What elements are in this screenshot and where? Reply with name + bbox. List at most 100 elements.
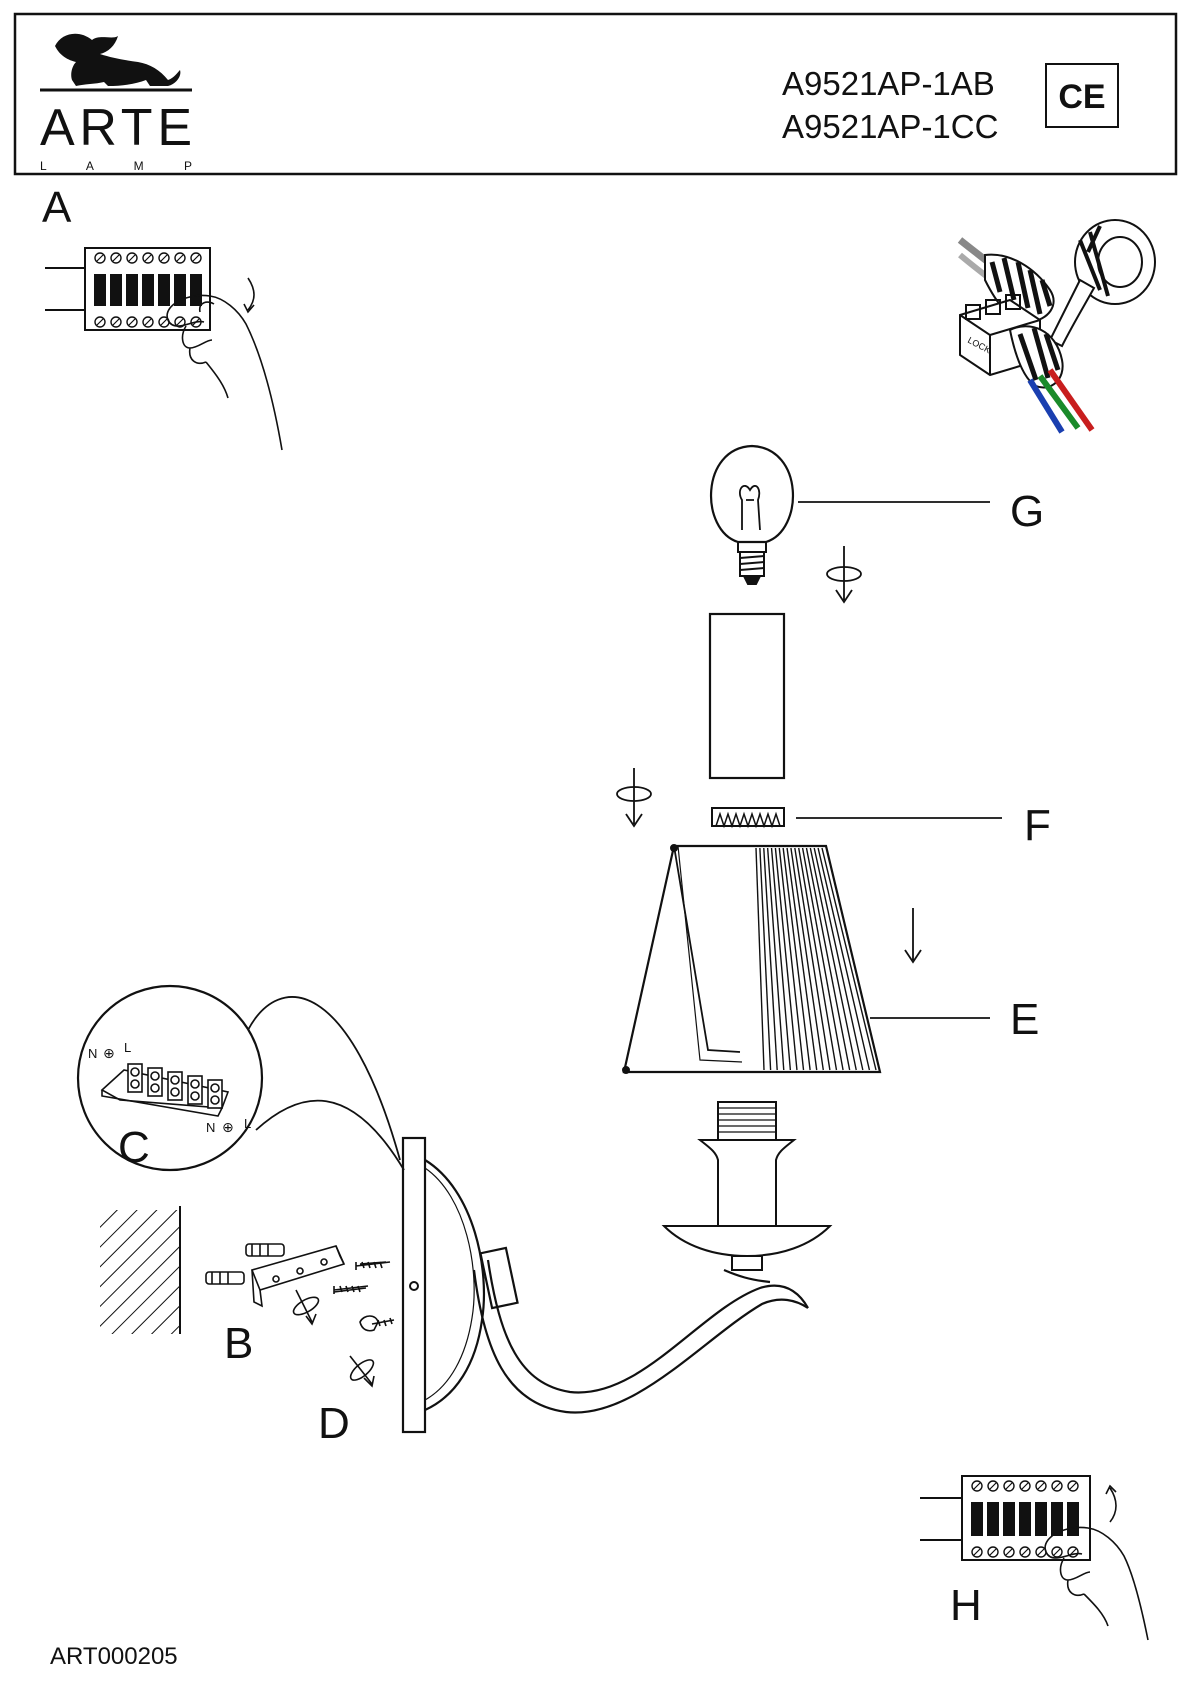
hand-outline-h xyxy=(1044,1526,1149,1641)
shade-pleat xyxy=(766,847,785,1071)
terminal-clamp xyxy=(126,274,138,306)
screw-slot xyxy=(1021,1482,1029,1490)
screw-slot xyxy=(1005,1548,1013,1556)
wall-screw xyxy=(333,1287,367,1293)
label-c: C xyxy=(118,1123,150,1172)
screw-slot xyxy=(1053,1482,1061,1490)
rotate-symbol-b xyxy=(292,1289,320,1326)
bulb-filament xyxy=(738,485,761,531)
step-a-terminal-block: A xyxy=(42,183,283,451)
wall-plug-2 xyxy=(205,1271,245,1285)
bulb-glass xyxy=(710,444,794,544)
screw-top xyxy=(158,252,170,264)
shade-pleat xyxy=(763,847,778,1071)
rotate-arrow xyxy=(243,277,255,314)
terminal-screw xyxy=(130,1079,140,1089)
shade-pleat xyxy=(817,847,871,1071)
wire-green xyxy=(1037,374,1081,430)
shade-pleat xyxy=(782,847,811,1071)
screw-slot xyxy=(112,318,120,326)
label-h: H xyxy=(950,1581,982,1630)
ce-text: CE xyxy=(1058,78,1105,116)
terminal-clamp xyxy=(174,274,186,306)
mark-n-top: N xyxy=(88,1046,97,1061)
terminal-screw xyxy=(190,1091,200,1101)
shade-pleat xyxy=(790,847,824,1071)
header-frame xyxy=(13,12,1178,176)
brand-name: ARTE xyxy=(40,99,192,157)
screw-slot xyxy=(973,1548,981,1556)
screw-top xyxy=(1067,1480,1079,1492)
wire-red xyxy=(1047,368,1095,432)
drop-arrow-shade xyxy=(904,908,922,964)
shade-frame-inner xyxy=(677,845,743,1063)
shade-pleat xyxy=(821,847,877,1071)
screw-top xyxy=(110,252,122,264)
screw-bottom xyxy=(126,316,138,328)
screw-bottom xyxy=(1003,1546,1015,1558)
label-b: B xyxy=(224,1319,253,1368)
shade-pleat xyxy=(798,847,838,1071)
shade-pleat xyxy=(770,847,792,1071)
label-a: A xyxy=(42,183,72,232)
mark-earth-top: ⊕ xyxy=(103,1045,115,1061)
bracket-screw-1 xyxy=(355,1261,391,1270)
screw-slot xyxy=(989,1548,997,1556)
screw-top xyxy=(1019,1480,1031,1492)
screw-top xyxy=(1003,1480,1015,1492)
screw-slot xyxy=(1069,1482,1077,1490)
terminal-screw xyxy=(150,1071,160,1081)
screw-bottom xyxy=(94,316,106,328)
screw-slot xyxy=(1053,1548,1061,1556)
screw-bottom xyxy=(971,1546,983,1558)
wire-connector-illustration: LOCK xyxy=(957,219,1156,434)
bulb-neck xyxy=(737,542,767,553)
shade-pleat xyxy=(801,847,844,1071)
ce-box xyxy=(1045,63,1119,128)
bracket-screw-2 xyxy=(333,1285,369,1294)
shade-pleat xyxy=(774,847,798,1071)
shade-outline xyxy=(622,844,882,1074)
terminal-clamp xyxy=(94,274,106,306)
terminal-housing-h xyxy=(961,1475,1091,1561)
candle-sleeve xyxy=(708,612,786,780)
brand-sub: L A M P xyxy=(40,159,192,173)
shade-pleat xyxy=(813,847,864,1071)
terminal-block-c xyxy=(100,1063,230,1117)
terminal-screws xyxy=(94,252,202,328)
stem-nut xyxy=(731,1255,763,1271)
ce-mark: CE xyxy=(1045,63,1119,128)
terminal-screws-h xyxy=(971,1480,1079,1558)
arte-lamp-logo: ARTE L A M P xyxy=(40,33,192,173)
wall-plug-1 xyxy=(245,1243,285,1257)
terminal-screw xyxy=(150,1083,160,1093)
tape-strip xyxy=(1048,278,1096,348)
screw-top xyxy=(94,252,106,264)
terminal-clamp xyxy=(110,274,122,306)
wall-plate xyxy=(401,1136,486,1434)
tape-roll xyxy=(1074,219,1156,305)
sconce-arm xyxy=(472,1246,809,1414)
terminal-clamp xyxy=(1035,1502,1047,1536)
terminal-screw xyxy=(130,1067,140,1077)
shade-pleat xyxy=(755,847,765,1071)
screw-slot xyxy=(128,254,136,262)
griffin-emblem xyxy=(55,33,181,86)
screw-top xyxy=(190,252,202,264)
terminal-clamp xyxy=(142,274,154,306)
shade-pleat xyxy=(809,847,857,1071)
screw-slot xyxy=(1005,1482,1013,1490)
mounting-bracket xyxy=(250,1245,346,1308)
hand-outline xyxy=(166,294,283,451)
fixing-screw-d: D xyxy=(318,1315,395,1448)
terminal-clamp xyxy=(1051,1502,1063,1536)
screw-in-arrow-ring xyxy=(616,768,652,828)
model-code-2: A9521AP-1CC xyxy=(782,108,998,145)
terminal-clamp xyxy=(158,274,170,306)
screw-slot xyxy=(192,254,200,262)
screw-top xyxy=(142,252,154,264)
bulb-base xyxy=(739,551,765,585)
label-g: G xyxy=(1010,487,1044,536)
terminal-screw xyxy=(210,1083,220,1093)
